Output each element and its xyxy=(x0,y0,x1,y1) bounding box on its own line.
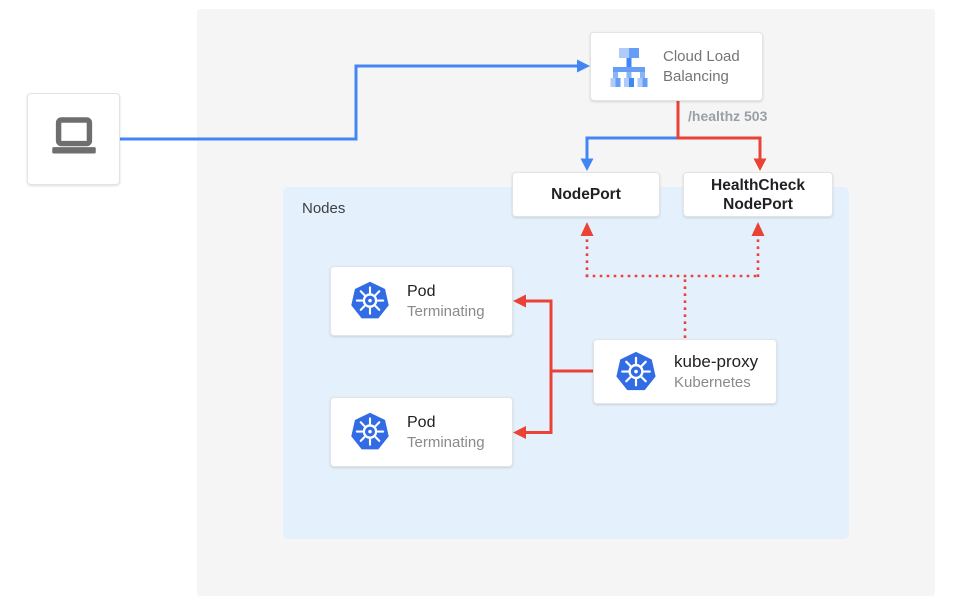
kube-proxy-title: kube-proxy xyxy=(674,351,759,371)
pod-status: Terminating xyxy=(407,433,485,451)
nodeport-card: NodePort xyxy=(512,172,660,217)
healthcheck-nodeport-label: HealthCheck NodePort xyxy=(711,176,805,213)
pod-status: Terminating xyxy=(407,302,485,320)
nodes-label: Nodes xyxy=(302,200,346,217)
healthcheck-nodeport-card: HealthCheck NodePort xyxy=(683,172,833,217)
kubernetes-icon xyxy=(615,350,657,391)
pod-title: Pod xyxy=(407,413,436,431)
pod-title: Pod xyxy=(407,282,436,300)
kubernetes-icon xyxy=(350,411,390,451)
kubernetes-icon xyxy=(350,280,390,320)
cloud-load-balancing-card: Cloud Load Balancing xyxy=(590,32,763,101)
healthz-503-label: /healthz 503 xyxy=(688,108,768,124)
pod-terminating-card-2: Pod Terminating xyxy=(330,397,513,467)
nodeport-label: NodePort xyxy=(551,186,621,203)
cloud-load-balancing-icon xyxy=(610,47,648,87)
cloud-load-balancing-label: Cloud Load Balancing xyxy=(663,47,740,85)
client-laptop-card xyxy=(27,93,120,185)
kube-proxy-subtitle: Kubernetes xyxy=(674,373,751,391)
laptop-icon xyxy=(51,117,96,154)
kube-proxy-card: kube-proxy Kubernetes xyxy=(593,339,777,404)
pod-terminating-card-1: Pod Terminating xyxy=(330,266,513,336)
